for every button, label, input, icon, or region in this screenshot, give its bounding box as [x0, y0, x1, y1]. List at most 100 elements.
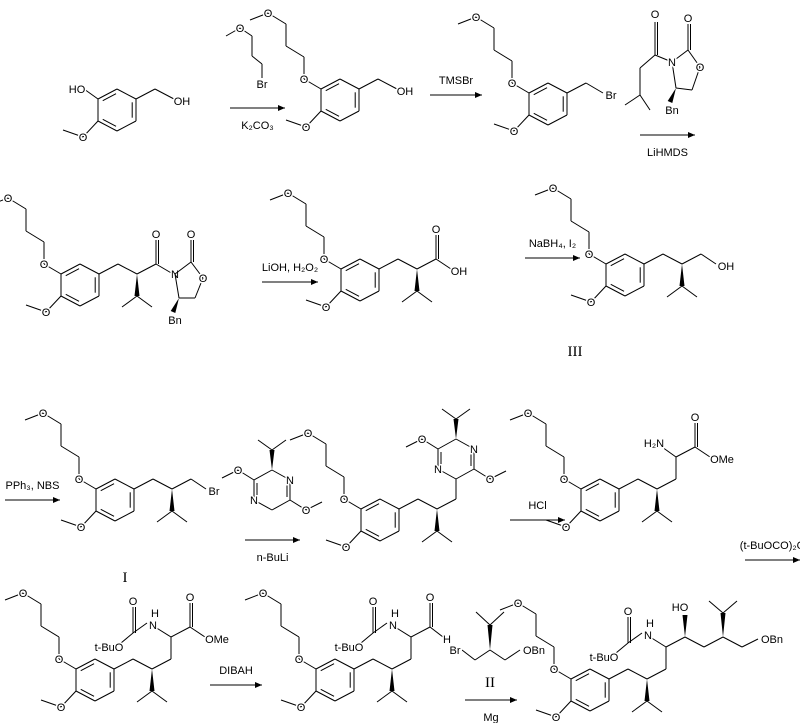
reagent-label: n-BuLi [257, 552, 289, 564]
wedge-bond [644, 679, 650, 701]
bond [639, 54, 656, 69]
bond [298, 658, 317, 670]
atom-label: OH [174, 96, 191, 108]
arrow-step10: DIBAH [210, 664, 262, 688]
bond [421, 530, 438, 543]
bond [599, 510, 620, 522]
bond [94, 690, 115, 702]
atom-label: O [342, 542, 351, 554]
atom-label: O [562, 522, 571, 534]
bond [643, 253, 664, 265]
atom-label: O [55, 654, 64, 666]
bond [700, 253, 717, 265]
bond [649, 636, 667, 648]
bond [60, 445, 80, 458]
bond [435, 258, 452, 270]
atom-label: H [151, 608, 159, 620]
bond [489, 649, 506, 661]
atom-label: O [302, 505, 311, 517]
bond [280, 699, 302, 708]
atom-label: O [320, 254, 329, 266]
bond [271, 499, 291, 511]
arrow-step1: K₂CO₃ [230, 105, 285, 134]
atom-label: Br [209, 486, 220, 498]
bond [249, 12, 269, 21]
atom-label: O [508, 78, 517, 90]
bond [401, 290, 418, 303]
bond [340, 290, 361, 302]
bond [627, 668, 648, 680]
atom-label: H₂N [644, 438, 664, 450]
bond [365, 503, 380, 512]
bond [605, 285, 626, 297]
wedge-bond [654, 489, 660, 511]
bond [553, 668, 572, 680]
atom-label: O [691, 412, 700, 424]
arrowhead-icon [255, 682, 262, 688]
bond [639, 94, 651, 111]
bond [555, 700, 572, 718]
bond [151, 690, 168, 703]
atom-label: OBn [523, 645, 545, 657]
bond [504, 649, 521, 661]
reagent-label: LiHMDS [647, 147, 688, 159]
atom-label: O [340, 494, 349, 506]
bond [60, 690, 77, 708]
bond [455, 468, 475, 480]
bond [372, 658, 393, 670]
bond [376, 690, 393, 703]
bond [98, 263, 119, 275]
compound-label: II [485, 675, 495, 691]
bond [285, 119, 307, 128]
bond [493, 49, 513, 62]
bond [528, 82, 549, 94]
bond [60, 295, 81, 307]
bond [461, 649, 476, 661]
bond [152, 478, 173, 490]
bond [590, 285, 607, 303]
bond [570, 700, 591, 712]
atom-label: O [587, 297, 596, 309]
bond [289, 499, 307, 511]
bond [136, 690, 153, 703]
atom-label: O [234, 465, 243, 477]
bond [378, 258, 399, 270]
atom-label: N [286, 475, 294, 487]
bond [116, 120, 137, 132]
bond [343, 498, 362, 510]
bond [641, 510, 658, 523]
bond [684, 636, 705, 648]
bond [615, 642, 629, 654]
bond [359, 258, 380, 270]
atom-label: O [560, 474, 569, 486]
bond [262, 592, 282, 605]
bond [117, 263, 138, 275]
atom-label: t-BuO [335, 642, 364, 654]
bond [691, 66, 701, 91]
atom-label: O [486, 474, 495, 486]
atom-label: OBn [761, 634, 783, 646]
bond [457, 16, 477, 25]
atom-label: HO [69, 84, 86, 96]
bond [397, 258, 418, 270]
bond [345, 288, 360, 297]
bond [79, 263, 100, 275]
reagent-label: K₂CO₃ [241, 120, 274, 132]
compound-label: I [123, 570, 128, 586]
atom-label: N [149, 620, 157, 632]
bond [656, 510, 673, 523]
bond [661, 446, 677, 458]
atom-label: OMe [205, 634, 229, 646]
bond [379, 530, 400, 542]
bond [624, 285, 645, 297]
atom-label: O [552, 712, 561, 723]
bond [570, 294, 592, 303]
bond [58, 658, 77, 670]
atom-label: O [77, 522, 86, 534]
bond [353, 658, 374, 670]
bond [305, 110, 322, 128]
atom-label: O [199, 273, 208, 285]
